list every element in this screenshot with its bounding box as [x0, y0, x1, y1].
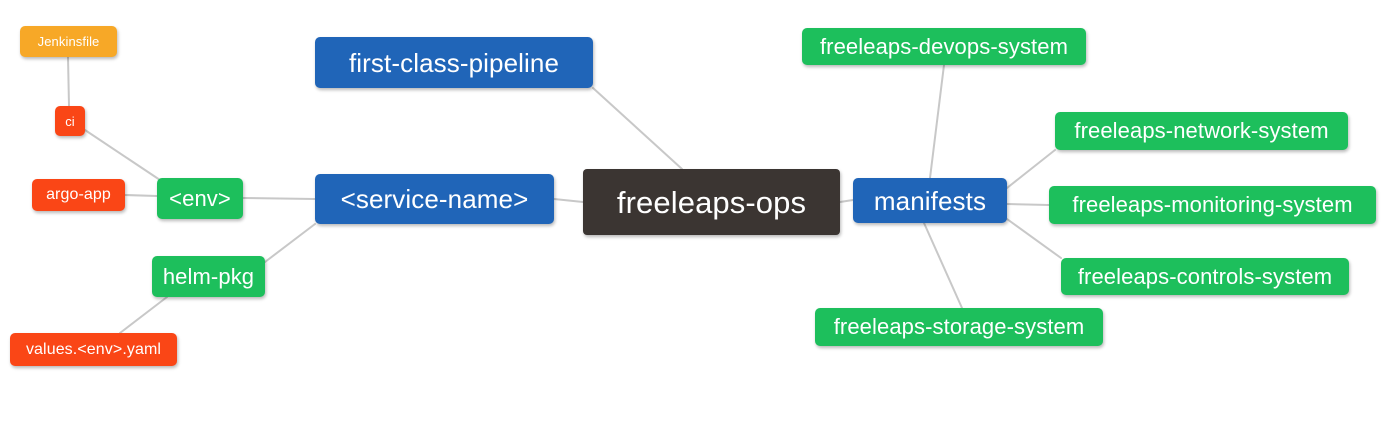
mindmap-node-freeleaps-ops[interactable]: freeleaps-ops — [583, 169, 840, 235]
edge-freeleaps-ops-to-manifests — [839, 199, 854, 203]
edge-manifests-to-freeleaps-controls-system — [1006, 218, 1062, 259]
edge-manifests-to-freeleaps-monitoring-system — [1006, 203, 1050, 206]
mindmap-node-freeleaps-devops-system[interactable]: freeleaps-devops-system — [802, 28, 1086, 65]
mindmap-node-service-name[interactable]: <service-name> — [315, 174, 554, 224]
mindmap-node-values-env-yaml[interactable]: values.<env>.yaml — [10, 333, 177, 366]
edge-ci-to-jenkinsfile — [67, 56, 70, 107]
mindmap-node-manifests[interactable]: manifests — [853, 178, 1007, 223]
mindmap-node-argo-app[interactable]: argo-app — [32, 179, 125, 211]
mindmap-node-freeleaps-network-system[interactable]: freeleaps-network-system — [1055, 112, 1348, 150]
edge-manifests-to-freeleaps-network-system — [1006, 149, 1056, 189]
mindmap-node-freeleaps-monitoring-system[interactable]: freeleaps-monitoring-system — [1049, 186, 1376, 224]
edge-service-name-to-helm-pkg — [264, 223, 316, 263]
mindmap-node-ci[interactable]: ci — [55, 106, 85, 136]
edge-env-to-argo-app — [124, 194, 158, 197]
edge-manifests-to-freeleaps-storage-system — [923, 222, 963, 309]
mindmap-node-freeleaps-controls-system[interactable]: freeleaps-controls-system — [1061, 258, 1349, 295]
edge-service-name-to-env — [242, 197, 316, 200]
edge-freeleaps-ops-to-first-class-pipeline — [592, 87, 683, 170]
edge-helm-pkg-to-values-env-yaml — [119, 296, 168, 334]
mindmap-node-env[interactable]: <env> — [157, 178, 243, 219]
mindmap-node-first-class-pipeline[interactable]: first-class-pipeline — [315, 37, 593, 88]
edge-freeleaps-ops-to-service-name — [553, 198, 584, 203]
edge-env-to-ci — [84, 129, 161, 181]
mindmap-node-freeleaps-storage-system[interactable]: freeleaps-storage-system — [815, 308, 1103, 346]
mindmap-node-jenkinsfile[interactable]: Jenkinsfile — [20, 26, 117, 57]
mindmap-node-helm-pkg[interactable]: helm-pkg — [152, 256, 265, 297]
edge-manifests-to-freeleaps-devops-system — [929, 64, 945, 179]
